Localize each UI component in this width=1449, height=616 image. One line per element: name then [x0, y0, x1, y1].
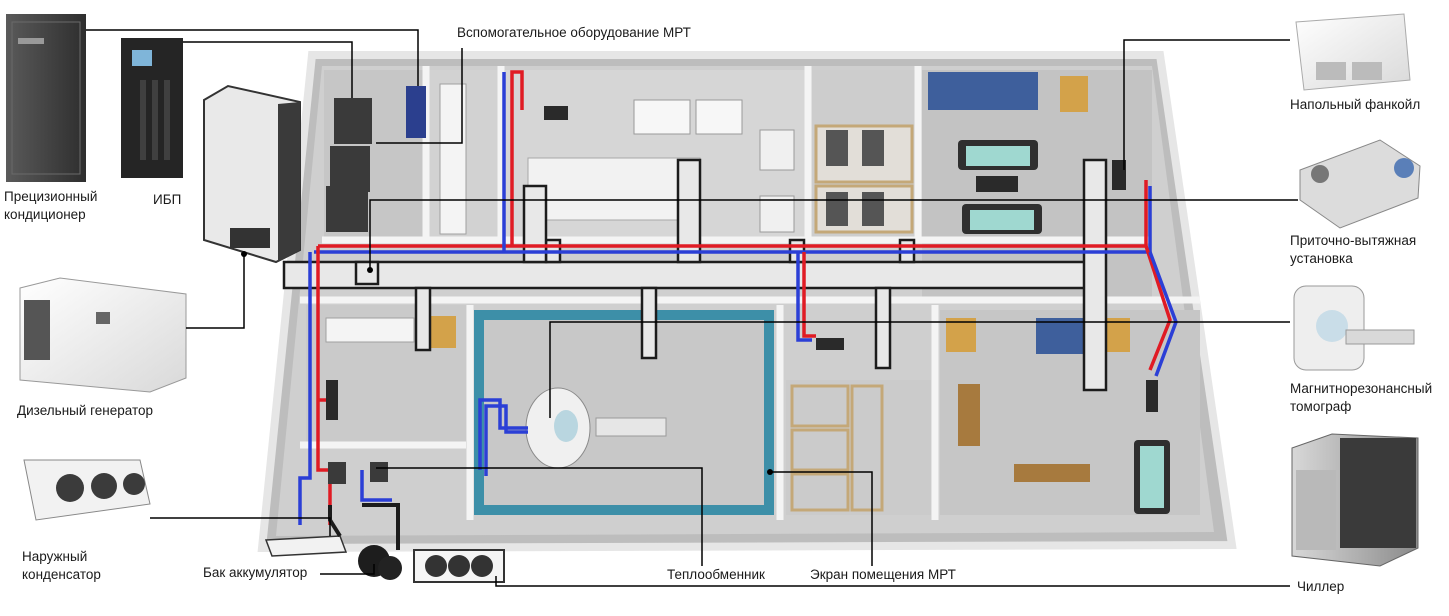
outdoor-condenser-icon — [23, 459, 151, 521]
label-ups: ИБП — [153, 192, 182, 207]
office-furniture — [958, 384, 1090, 482]
building-outer-wall — [257, 51, 1237, 553]
leader-lines — [86, 29, 1298, 587]
outdoor-cabinet-icon — [203, 84, 301, 264]
mri-icon — [1293, 285, 1415, 371]
wall-panel-blue — [928, 72, 1038, 110]
room-mri-floor — [484, 320, 764, 505]
ups-icon — [121, 38, 183, 178]
equipment-room-units — [326, 86, 1158, 484]
label-aux-equipment: Вспомогательное оборудование МРТ — [457, 25, 691, 40]
chiller-icon — [1291, 433, 1419, 567]
lockers — [790, 384, 884, 512]
ventilation-ducts — [282, 158, 1108, 392]
label-ahu-line2: установка — [1290, 251, 1353, 266]
label-ahu-line1: Приточно-вытяжная — [1290, 233, 1417, 248]
label-mri-line2: томограф — [1290, 399, 1352, 414]
floor-fancoil-icon — [1295, 13, 1411, 91]
label-mri-shield: Экран помещения МРТ — [810, 567, 956, 582]
wc-cubicles — [814, 124, 914, 234]
label-buffer-tank: Бак аккумулятор — [203, 565, 308, 580]
leader-dots — [241, 251, 773, 475]
label-precision-ac-line2: кондиционер — [4, 207, 86, 222]
lab-furniture — [325, 83, 795, 343]
label-condenser-line2: конденсатор — [22, 567, 101, 582]
mri-scanner — [525, 387, 667, 469]
lounge-furniture — [958, 140, 1170, 514]
precision-ac-icon — [6, 14, 86, 182]
label-heat-exchanger: Теплообменник — [667, 567, 765, 582]
label-mri-line1: Магнитнорезонансный — [1290, 381, 1433, 396]
door — [1060, 76, 1088, 112]
label-condenser-line1: Наружный — [22, 549, 88, 564]
label-diesel-generator: Дизельный генератор — [17, 403, 154, 418]
door — [946, 318, 976, 352]
room-lockers — [786, 380, 931, 515]
outdoor-units-bottom — [264, 503, 505, 583]
door — [430, 316, 456, 348]
interior-walls — [300, 66, 1200, 520]
ahu-icon — [1299, 139, 1421, 229]
diesel-generator-icon — [19, 277, 187, 393]
label-precision-ac-line1: Прецизионный — [4, 189, 98, 204]
label-chiller: Чиллер — [1297, 579, 1345, 594]
building — [257, 51, 1237, 583]
label-fancoil: Напольный фанкойл — [1290, 97, 1421, 112]
